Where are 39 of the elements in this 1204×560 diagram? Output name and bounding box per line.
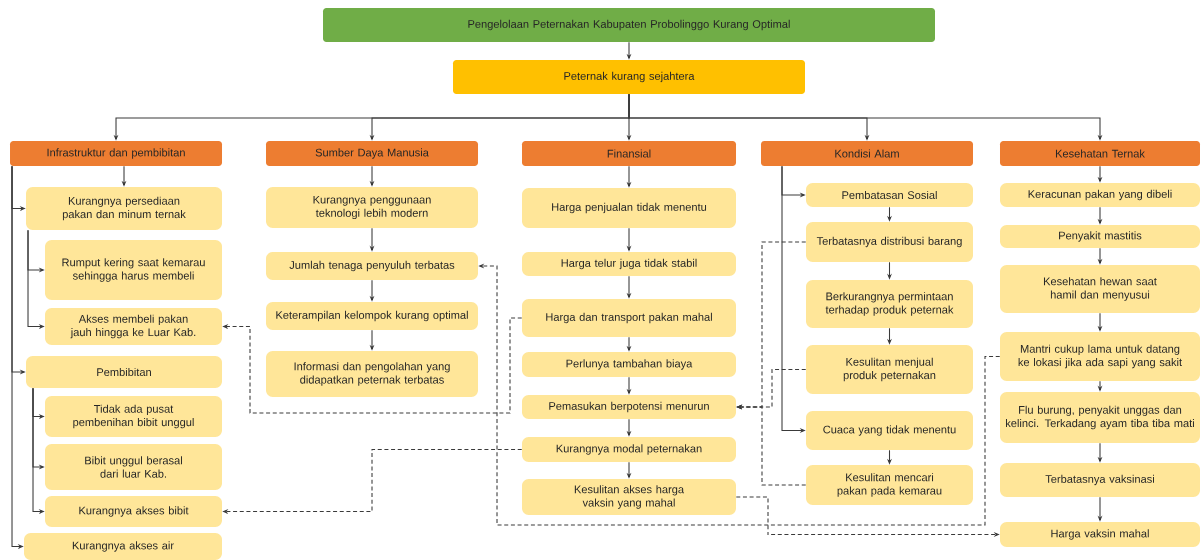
cause-box: Cuaca yang tidak menentu <box>806 411 973 450</box>
cause-box: Harga dan transport pakan mahal <box>522 299 736 337</box>
cause-box: Harga penjualan tidak menentu <box>522 188 736 228</box>
cause-box: Kurangnya persediaan pakan dan minum ternak <box>26 187 222 230</box>
cause-box: Kurangnya akses air <box>24 533 222 560</box>
cause-box: Kurangnya akses bibit <box>45 496 222 527</box>
cause-box: Kesulitan mencari pakan pada kemarau <box>806 465 973 505</box>
cause-box: Tidak ada pusat pembenihan bibit unggul <box>45 396 222 437</box>
category-box: Kesehatan Ternak <box>1000 141 1200 166</box>
cause-box: Flu burung, penyakit unggas dan kelinci. Terkadang ayam tiba tiba mati <box>1000 392 1200 443</box>
cause-box: Kesehatan hewan saat hamil dan menyusui <box>1000 265 1200 313</box>
cause-box: Keterampilan kelompok kurang optimal <box>266 302 478 330</box>
category-box: Finansial <box>522 141 736 166</box>
cause-box: Kurangnya penggunaan teknologi lebih modern <box>266 187 478 228</box>
cause-box: Penyakit mastitis <box>1000 225 1200 248</box>
cause-box: Harga telur juga tidak stabil <box>522 252 736 276</box>
cause-box: Pemasukan berpotensi menurun <box>522 395 736 419</box>
cause-box: Terbatasnya distribusi barang <box>806 222 973 262</box>
cause-box: Pembatasan Sosial <box>806 183 973 207</box>
cause-box: Informasi dan pengolahan yang didapatkan peternak terbatas <box>266 351 478 397</box>
cause-box: Rumput kering saat kemarau sehingga harus membeli <box>45 240 222 300</box>
cause-box: Terbatasnya vaksinasi <box>1000 463 1200 497</box>
cause-box: Kesulitan akses harga vaksin yang mahal <box>522 479 736 515</box>
cause-box: Pembibitan <box>26 356 222 388</box>
title-box: Pengelolaan Peternakan Kabupaten Probolinggo Kurang Optimal <box>323 8 935 42</box>
cause-box: Bibit unggul berasal dari luar Kab. <box>45 444 222 490</box>
cause-box: Jumlah tenaga penyuluh terbatas <box>266 252 478 280</box>
problem-box: Peternak kurang sejahtera <box>453 60 805 94</box>
cause-box: Perlunya tambahan biaya <box>522 352 736 377</box>
cause-box: Harga vaksin mahal <box>1000 522 1200 547</box>
category-box: Sumber Daya Manusia <box>266 141 478 166</box>
category-box: Kondisi Alam <box>761 141 973 166</box>
cause-box: Keracunan pakan yang dibeli <box>1000 183 1200 207</box>
category-box: Infrastruktur dan pembibitan <box>10 141 222 166</box>
cause-box: Berkurangnya permintaan terhadap produk peternak <box>806 280 973 328</box>
cause-box: Kurangnya modal peternakan <box>522 437 736 462</box>
cause-box: Akses membeli pakan jauh hingga ke Luar Kab. <box>45 308 222 345</box>
cause-box: Kesulitan menjual produk peternakan <box>806 345 973 394</box>
cause-box: Mantri cukup lama untuk datang ke lokasi jika ada sapi yang sakit <box>1000 332 1200 381</box>
